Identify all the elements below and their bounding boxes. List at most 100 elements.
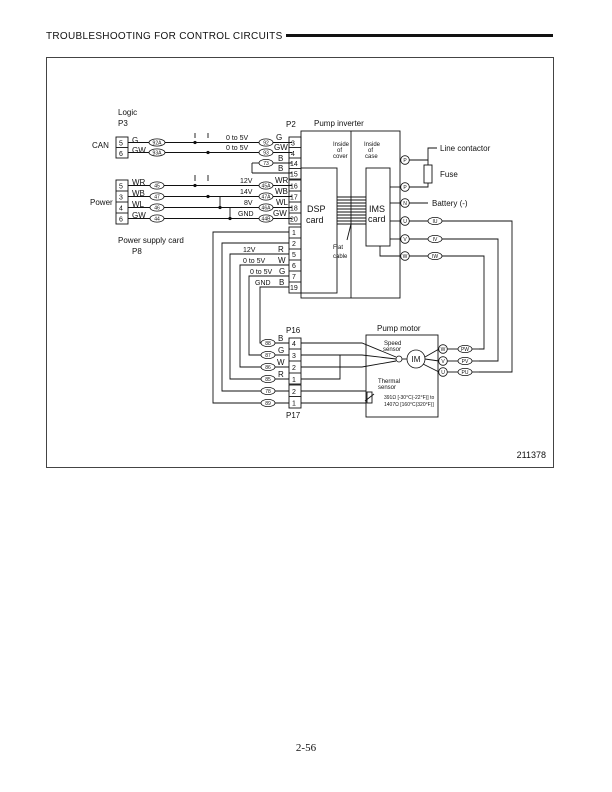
wire-label-86: 86	[265, 365, 271, 371]
wire-label-93: 93	[263, 150, 269, 156]
terminal-v-label: V	[403, 237, 407, 243]
p2-color-wb: WB	[275, 187, 288, 196]
power-supply-card-label: Power supply card	[118, 236, 184, 245]
p2-pin-3: 3	[291, 141, 295, 148]
pump-inverter-title: Pump inverter	[314, 119, 364, 128]
power-label: Power	[90, 198, 113, 207]
terminal-n-label: N	[403, 201, 407, 207]
p3-color-g: G	[132, 136, 138, 145]
thermal-sensor-label-2: sensor	[378, 385, 396, 391]
inside-of-cover-2: of	[337, 148, 342, 154]
p17-pin-1: 1	[292, 401, 296, 408]
p16-pin-2: 2	[292, 365, 296, 372]
wire-label-78: 78	[265, 389, 271, 395]
wire-label-44b: 44B	[262, 216, 272, 222]
thermal-spec-1: 391Ω [-30°C(-22°F)] to	[384, 395, 434, 401]
wire-label-47: 47	[154, 194, 160, 200]
can-voltage-1: 0 to 5V	[226, 135, 249, 142]
p2-connector-label: P2	[286, 120, 296, 129]
terminal-p-1-label: P	[403, 158, 407, 164]
line-contactor-label: Line contactor	[440, 144, 491, 153]
wire-label-45: 45	[154, 183, 160, 189]
wire-label-85: 85	[265, 377, 271, 383]
p2-pin-15: 15	[290, 172, 298, 179]
power-pin-3: 3	[119, 195, 123, 202]
p3-color-gw: GW	[132, 146, 146, 155]
p2-color-w: W	[278, 256, 286, 265]
can-label: CAN	[92, 141, 109, 150]
p16-color-b: B	[278, 334, 283, 343]
p3-pin-5: 5	[119, 141, 123, 148]
thermal-spec-2: 1407Ω [160°C(320°F)]	[384, 402, 434, 408]
wire-78	[221, 242, 289, 392]
p16-color-w: W	[277, 358, 285, 367]
p17-connector-label: P17	[286, 411, 301, 420]
diagram-frame: 2 1 1 3 78	[46, 57, 554, 468]
terminal-p-2-label: P	[403, 185, 407, 191]
wire-label-73: 73	[263, 161, 269, 167]
wire-88	[259, 286, 289, 344]
power-color-wr: WR	[132, 178, 146, 187]
p2-color-b-15: B	[278, 164, 283, 173]
fuse-symbol	[423, 164, 433, 184]
p16-color-g: G	[278, 346, 284, 355]
p2-pin-7: 7	[292, 274, 296, 281]
p2-pin-20: 20	[290, 217, 298, 224]
inside-of-case-2: of	[368, 148, 373, 154]
p2-pin-18: 18	[290, 206, 298, 213]
wire-85	[229, 253, 289, 380]
p2-color-g-7: G	[279, 267, 285, 276]
power-voltage-gnd: GND	[238, 211, 254, 218]
wire-label-89: 89	[265, 401, 271, 407]
wire-label-92: 92	[263, 140, 269, 146]
dsp-card-label-1: DSP	[307, 204, 326, 214]
inside-of-case-1: Inside	[364, 142, 381, 148]
inside-of-case-3: case	[365, 154, 378, 160]
p16-color-r: R	[278, 370, 284, 379]
p2-pin-17: 17	[290, 195, 298, 202]
wire-label-87: 87	[265, 353, 271, 359]
wire-label-47a: 47A	[262, 194, 272, 200]
inside-of-cover-1: Inside	[333, 142, 350, 148]
power-voltage-12v: 12V	[240, 178, 253, 185]
logic-connector-label: P3	[118, 119, 128, 128]
wire-label-iw: IW	[432, 254, 438, 260]
wire-label-45a: 45A	[262, 183, 272, 189]
power-supply-card-connector: P8	[132, 247, 142, 256]
p2-pin-1: 1	[292, 230, 296, 237]
flat-cable-label-1: Flat	[333, 245, 343, 251]
sensor-voltage-gnd: GND	[255, 280, 271, 287]
power-pin-4: 4	[119, 206, 123, 213]
p16-pin-3: 3	[292, 353, 296, 360]
wire-u-phase	[442, 220, 513, 373]
page-header-title: TROUBLESHOOTING FOR CONTROL CIRCUITS	[46, 31, 283, 42]
p2-color-wl: WL	[276, 198, 289, 207]
p2-pin-4: 4	[291, 151, 295, 158]
pump-motor-box	[365, 334, 439, 418]
speed-sensor-icon	[395, 355, 403, 363]
power-pin-5: 5	[119, 184, 123, 191]
wire-label-iv: IV	[433, 237, 438, 243]
sensor-voltage-5v-g: 0 to 5V	[250, 269, 273, 276]
logic-label: Logic	[118, 108, 137, 117]
p2-color-r: R	[278, 245, 284, 254]
power-voltage-14v: 14V	[240, 189, 253, 196]
motor-terminal-w-label: W	[441, 347, 446, 353]
thermal-sensor-label-1: Thermal	[378, 379, 400, 385]
wire-label-pu: PU	[462, 370, 469, 376]
p16-pin-4: 4	[292, 341, 296, 348]
page-number: 2-56	[295, 742, 317, 754]
p2-color-b-19: B	[279, 278, 284, 287]
p2-color-g: G	[276, 133, 282, 142]
p17-pin-2: 2	[292, 389, 296, 396]
terminal-u-label: U	[403, 219, 407, 225]
p2-pin-14: 14	[290, 161, 298, 168]
dsp-card-label-2: card	[306, 215, 324, 225]
motor-im-label: IM	[412, 355, 421, 364]
power-pin-6: 6	[119, 217, 123, 224]
header-rule	[286, 34, 553, 37]
thermal-sensor-icon	[364, 391, 375, 404]
battery-label: Battery (-)	[432, 199, 468, 208]
sensor-voltage-5v-w: 0 to 5V	[243, 258, 266, 265]
